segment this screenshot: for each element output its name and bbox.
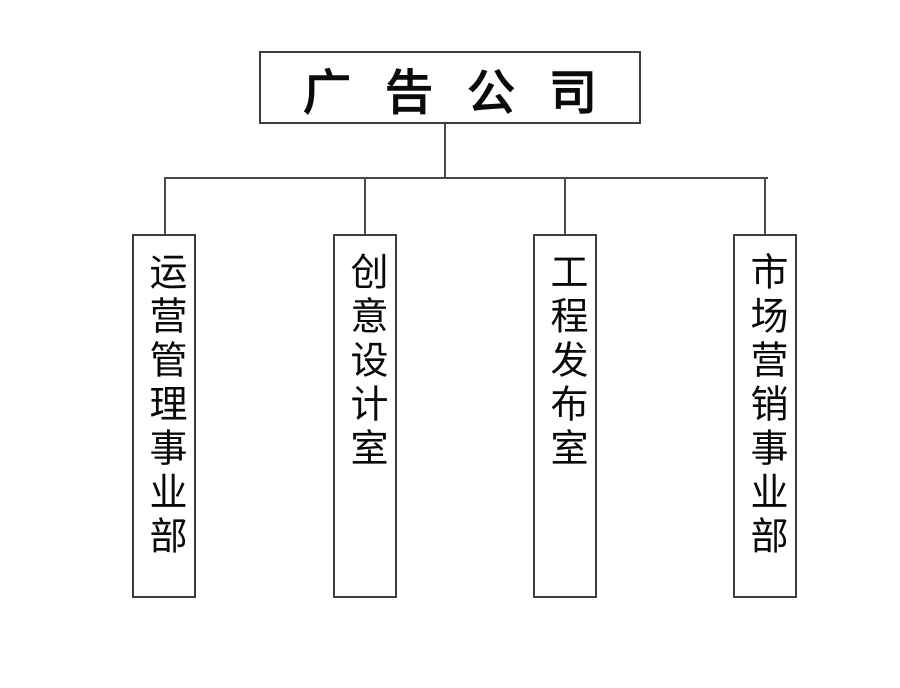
- company-title: 广告公司: [302, 66, 631, 120]
- department-node-marketing: 市场营销事业部: [733, 234, 797, 598]
- company-root-node: 广告公司: [259, 51, 641, 124]
- connector-stub: [764, 177, 766, 234]
- connector-horizontal-line: [164, 177, 768, 179]
- department-node-operations-management: 运营管理事业部: [132, 234, 196, 598]
- department-label: 运营管理事业部: [143, 252, 185, 560]
- department-label: 市场营销事业部: [744, 252, 786, 560]
- connector-stub: [164, 177, 166, 234]
- connector-stub: [564, 177, 566, 234]
- department-label: 创意设计室: [344, 252, 386, 472]
- department-node-engineering-release: 工程发布室: [533, 234, 597, 598]
- connector-drop-line: [444, 124, 446, 178]
- department-label: 工程发布室: [544, 252, 586, 472]
- department-node-creative-design: 创意设计室: [333, 234, 397, 598]
- connector-stub: [364, 177, 366, 234]
